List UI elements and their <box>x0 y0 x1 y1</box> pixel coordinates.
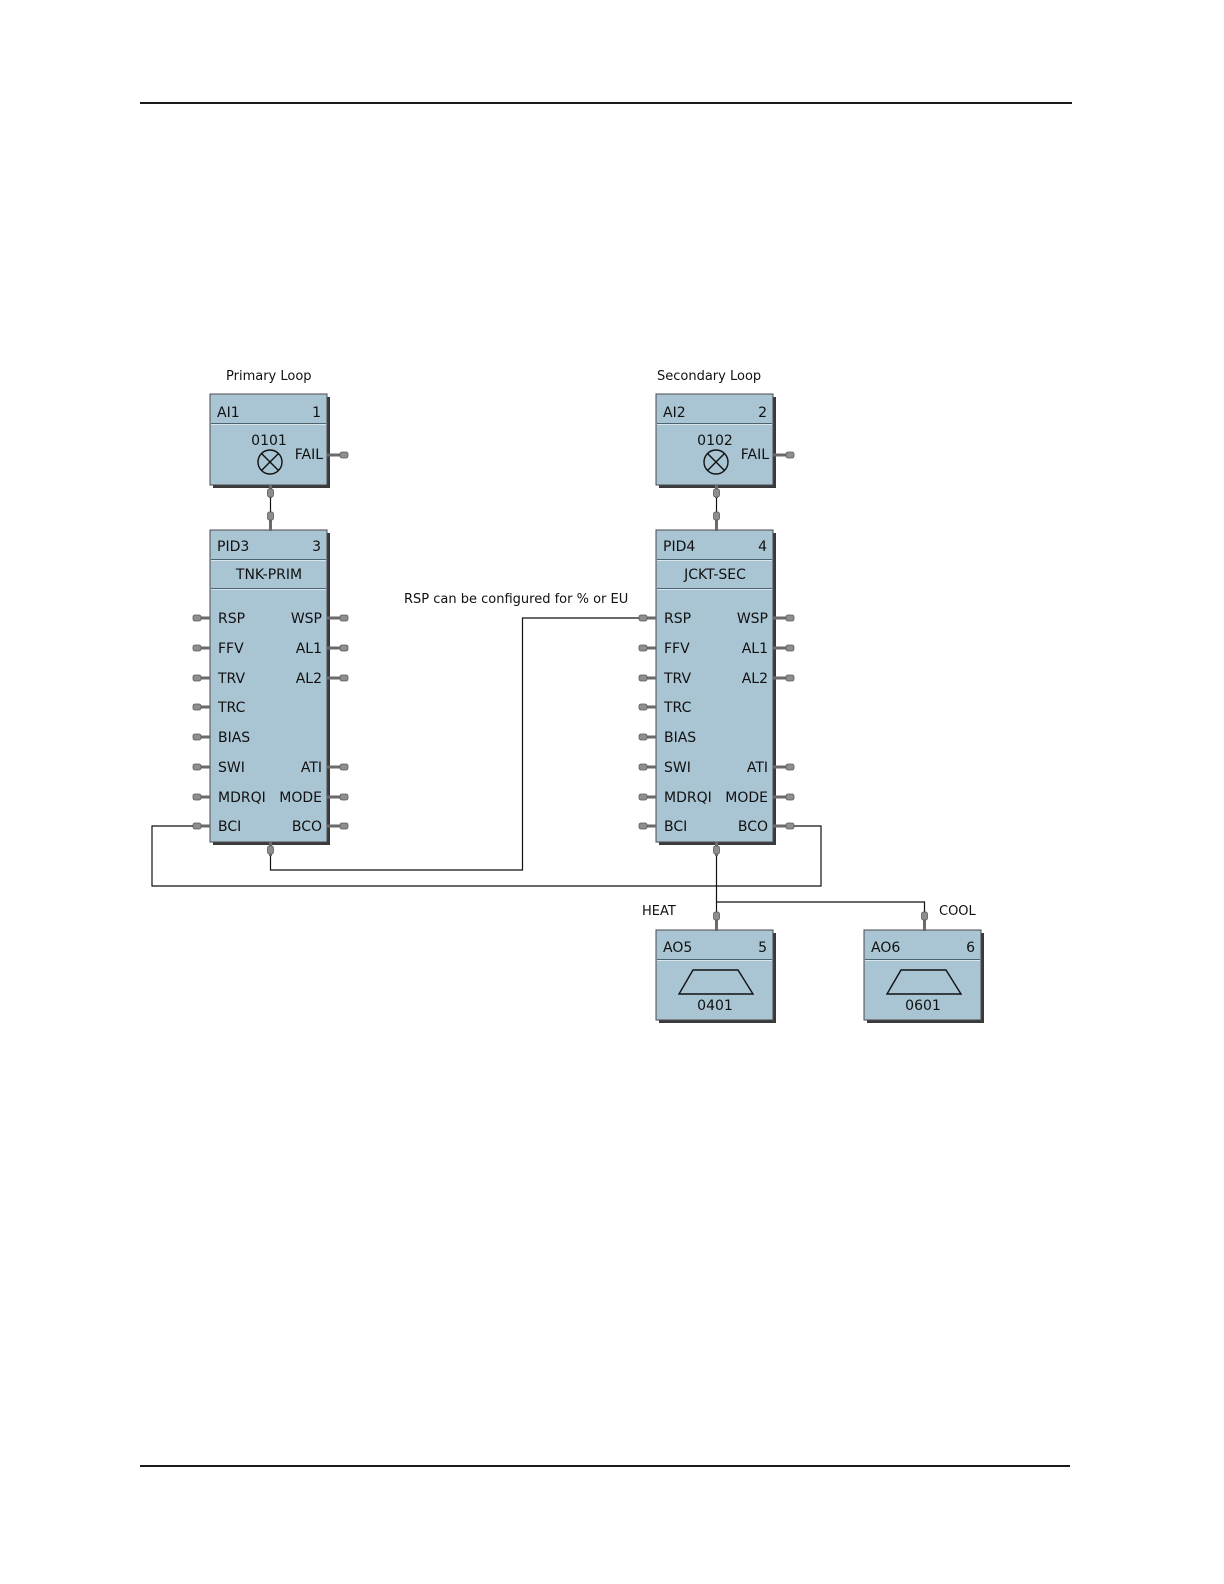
pid3-input-rsp[interactable]: RSP <box>193 611 245 627</box>
pid3-output-label: AL1 <box>296 641 322 657</box>
pid4-input-swi[interactable]: SWI <box>639 760 691 776</box>
pid4-tag: JCKT-SEC <box>683 567 746 583</box>
pid4-input-mdrqi[interactable]: MDRQI <box>639 790 712 806</box>
pid3-input-label: BIAS <box>218 730 250 746</box>
pid4-output-label: AL2 <box>742 671 768 687</box>
ai2-name: AI2 <box>663 405 686 421</box>
ao5-block[interactable]: AO5 5 0401 <box>656 912 776 1023</box>
ai2-number: 2 <box>758 405 767 421</box>
pid3-input-label: TRC <box>217 700 246 716</box>
pid3-output-wsp[interactable]: WSP <box>291 611 348 627</box>
pid4-output-al1[interactable]: AL1 <box>742 641 794 657</box>
pid4-output-label: BCO <box>738 819 768 835</box>
pid3-output-label: MODE <box>279 790 322 806</box>
pid3-top-pin[interactable] <box>268 512 274 531</box>
pid3-input-trv[interactable]: TRV <box>193 671 246 687</box>
pid4-output-mode[interactable]: MODE <box>725 790 794 806</box>
pid4-input-label: BCI <box>664 819 687 835</box>
pid4-input-ffv[interactable]: FFV <box>639 641 690 657</box>
pid3-output-label: BCO <box>292 819 322 835</box>
pid4-output-wsp[interactable]: WSP <box>737 611 794 627</box>
pid4-output-al2[interactable]: AL2 <box>742 671 794 687</box>
pid3-tag: TNK-PRIM <box>235 567 302 583</box>
pid3-output-bco[interactable]: BCO <box>292 819 348 835</box>
ao6-channel: 0601 <box>905 998 941 1014</box>
ao6-name: AO6 <box>871 940 900 956</box>
ao6-number: 6 <box>966 940 975 956</box>
ai1-fail-label: FAIL <box>295 447 323 463</box>
wire-pid4-out-to-ao6 <box>717 902 925 921</box>
pid4-input-label: RSP <box>664 611 691 627</box>
pid3-output-label: AL2 <box>296 671 322 687</box>
pid3-input-label: SWI <box>218 760 245 776</box>
pid4-output-bco[interactable]: BCO <box>738 819 794 835</box>
pid4-output-label: AL1 <box>742 641 768 657</box>
pid4-output-label: WSP <box>737 611 768 627</box>
pid3-input-label: TRV <box>217 671 246 687</box>
pid3-output-al2[interactable]: AL2 <box>296 671 348 687</box>
primary-loop-label: Primary Loop <box>226 369 312 384</box>
pid3-output-al1[interactable]: AL1 <box>296 641 348 657</box>
pid3-input-label: BCI <box>218 819 241 835</box>
pid3-input-mdrqi[interactable]: MDRQI <box>193 790 266 806</box>
ao6-block[interactable]: AO6 6 0601 <box>864 912 984 1023</box>
pid3-input-label: FFV <box>218 641 244 657</box>
pid4-number: 4 <box>758 539 767 555</box>
ai1-block[interactable]: AI1 1 0101 FAIL <box>210 394 348 498</box>
pid3-input-trc[interactable]: TRC <box>193 700 246 716</box>
pid3-number: 3 <box>312 539 321 555</box>
pid4-top-pin[interactable] <box>714 512 720 531</box>
pid3-input-label: RSP <box>218 611 245 627</box>
pid4-input-rsp[interactable]: RSP <box>639 611 691 627</box>
pid3-output-label: WSP <box>291 611 322 627</box>
ai2-block[interactable]: AI2 2 0102 FAIL <box>656 394 794 498</box>
pid4-input-trv[interactable]: TRV <box>639 671 692 687</box>
pid4-input-label: BIAS <box>664 730 696 746</box>
pid4-input-label: FFV <box>664 641 690 657</box>
pid4-input-bci[interactable]: BCI <box>639 819 687 835</box>
pid3-block[interactable]: PID3 3 TNK-PRIM RSP FFV TRV TRC BIAS SWI MDRQI… <box>193 512 348 856</box>
ao6-top-pin[interactable] <box>922 912 928 931</box>
ai1-number: 1 <box>312 405 321 421</box>
ao5-channel: 0401 <box>697 998 733 1014</box>
heat-label: HEAT <box>642 904 676 919</box>
ai2-fail-label: FAIL <box>741 447 769 463</box>
ao5-name: AO5 <box>663 940 692 956</box>
pid4-block[interactable]: PID4 4 JCKT-SEC RSP FFV TRV TRC BIAS SWI MDRQI… <box>639 512 794 856</box>
pid4-input-label: SWI <box>664 760 691 776</box>
pid4-name: PID4 <box>663 539 695 555</box>
cool-label: COOL <box>939 904 977 919</box>
ai2-fail-pin[interactable] <box>773 452 794 458</box>
ao5-number: 5 <box>758 940 767 956</box>
pid4-input-bias[interactable]: BIAS <box>639 730 696 746</box>
pid3-output-label: ATI <box>301 760 322 776</box>
secondary-loop-label: Secondary Loop <box>657 369 761 384</box>
pid3-input-ffv[interactable]: FFV <box>193 641 244 657</box>
ai1-name: AI1 <box>217 405 240 421</box>
pid3-input-swi[interactable]: SWI <box>193 760 245 776</box>
pid4-input-label: TRV <box>663 671 692 687</box>
pid3-name: PID3 <box>217 539 249 555</box>
pid3-output-mode[interactable]: MODE <box>279 790 348 806</box>
pid4-input-label: MDRQI <box>664 790 712 806</box>
pid4-output-label: MODE <box>725 790 768 806</box>
ai1-fail-pin[interactable] <box>327 452 348 458</box>
ai1-channel: 0101 <box>251 433 287 449</box>
pid4-output-label: ATI <box>747 760 768 776</box>
rsp-note-label: RSP can be configured for % or EU <box>404 592 628 607</box>
pid3-input-bci[interactable]: BCI <box>193 819 241 835</box>
pid4-input-label: TRC <box>663 700 692 716</box>
pid4-input-trc[interactable]: TRC <box>639 700 692 716</box>
ai2-channel: 0102 <box>697 433 733 449</box>
pid3-input-bias[interactable]: BIAS <box>193 730 250 746</box>
pid3-input-label: MDRQI <box>218 790 266 806</box>
ao5-top-pin[interactable] <box>714 912 720 931</box>
